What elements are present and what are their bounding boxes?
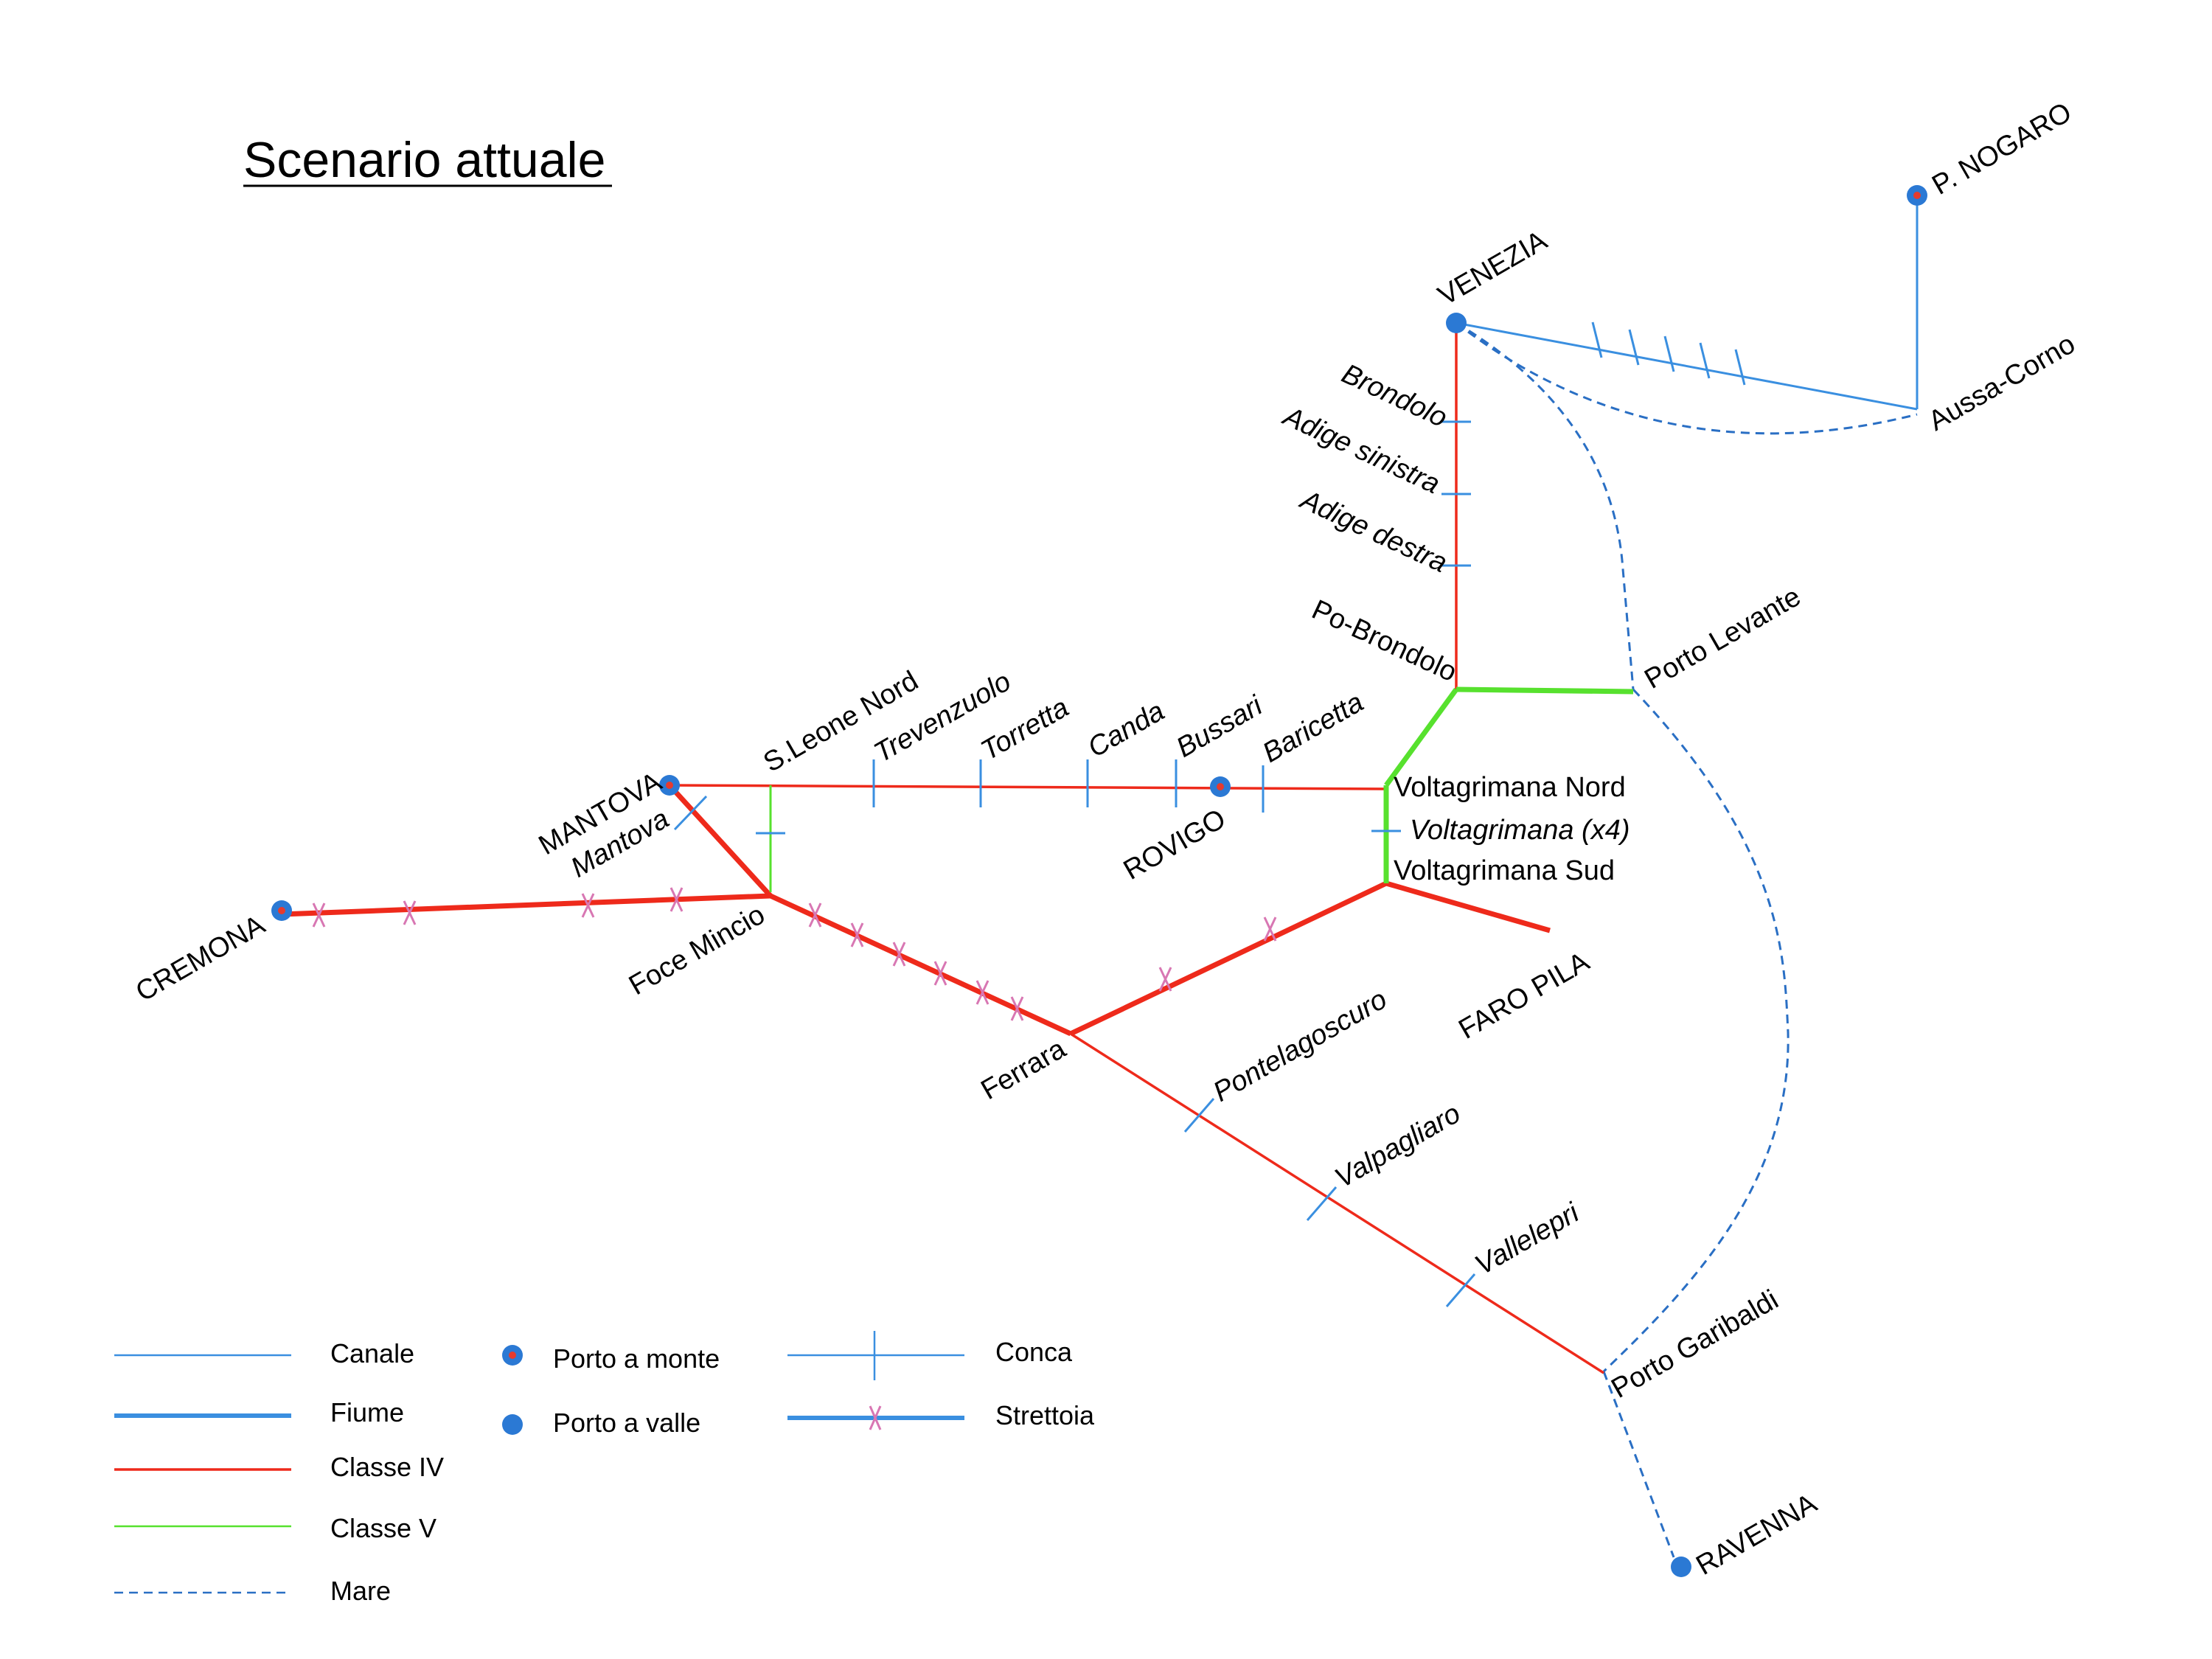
lock-aussa-3 xyxy=(1663,335,1675,372)
route-porto-garibaldi-ravenna-sea xyxy=(1602,1371,1675,1558)
legend-label-classe-v: Classe V xyxy=(330,1513,437,1543)
canal-venezia-aussa-corno xyxy=(1455,321,1918,411)
narrow-ferrara-1 xyxy=(808,902,822,928)
label-vallelepri: Vallelepri xyxy=(1470,1197,1585,1281)
narrow-voltagrimana-1 xyxy=(1158,967,1172,992)
label-baricetta: Baricetta xyxy=(1258,686,1369,768)
port-p-nogaro xyxy=(1907,185,1927,206)
legend-label-mare: Mare xyxy=(330,1576,391,1606)
lock-aussa-4 xyxy=(1699,342,1711,379)
route-po-brondolo-porto-levante xyxy=(1455,686,1634,695)
label-venezia: VENEZIA xyxy=(1433,225,1553,312)
lock-aussa-2 xyxy=(1628,329,1640,366)
port-cremona xyxy=(271,900,292,921)
port-venezia xyxy=(1446,313,1467,333)
label-pontelagoscuro: Pontelagoscuro xyxy=(1208,984,1393,1107)
diagram-title: Scenario attuale xyxy=(243,132,605,188)
lock-aussa-5 xyxy=(1734,349,1746,386)
legend-swatch-strettoia xyxy=(787,1405,964,1430)
route-mantova-voltagrimana-nord xyxy=(669,784,1387,790)
port-mantova xyxy=(659,775,680,796)
label-foce-mincio: Foce Mincio xyxy=(624,899,770,1001)
label-bussari: Bussari xyxy=(1172,689,1269,764)
label-valpagliaro: Valpagliaro xyxy=(1330,1098,1466,1194)
label-po-brondolo: Po-Brondolo xyxy=(1307,594,1461,688)
lock-valpagliaro xyxy=(1306,1186,1338,1221)
ports xyxy=(271,185,1927,1577)
label-cremona: CREMONA xyxy=(131,909,271,1008)
label-s-leone-nord: S.Leone Nord xyxy=(759,665,924,779)
narrow-cremona-2 xyxy=(403,900,417,925)
label-porto-levante: Porto Levante xyxy=(1640,581,1806,695)
narrow-ferrara-5 xyxy=(975,980,990,1005)
legend-label-canale: Canale xyxy=(330,1338,414,1368)
lock-aussa-1 xyxy=(1591,321,1603,358)
port-ravenna xyxy=(1671,1557,1691,1577)
narrows xyxy=(312,887,1277,1021)
lock-vallelepri xyxy=(1445,1273,1476,1307)
label-rovigo: ROVIGO xyxy=(1119,803,1231,886)
label-canda: Canda xyxy=(1083,695,1170,763)
route-voltagrimana-sud-faro-pila xyxy=(1385,880,1551,933)
lock-mantova xyxy=(673,795,708,831)
classe-iv-thick-routes xyxy=(281,783,1551,1037)
label-faro-pila: FARO PILA xyxy=(1454,946,1596,1046)
label-voltagrimana-nord: Voltagrimana Nord xyxy=(1394,772,1626,803)
route-mantova-foce-mincio xyxy=(667,783,773,898)
legend-label-classe-iv: Classe IV xyxy=(330,1452,444,1482)
label-p-nogaro: P. NOGARO xyxy=(1927,97,2077,201)
label-ferrara: Ferrara xyxy=(976,1033,1072,1106)
route-venezia-aussa-corno-sea xyxy=(1455,321,1918,435)
legend-swatch-conca xyxy=(787,1331,964,1380)
narrow-cremona-4 xyxy=(669,887,684,912)
label-aussa-corno: Aussa-Corno xyxy=(1924,329,2081,437)
node-labels: VENEZIA P. NOGARO Aussa-Corno Brondolo A… xyxy=(131,97,2080,1582)
route-ferrara-porto-garibaldi xyxy=(1070,1032,1604,1374)
legend-swatch-porto-a-monte xyxy=(502,1345,523,1366)
canals xyxy=(1455,198,1919,411)
label-voltagrimana-sud: Voltagrimana Sud xyxy=(1394,855,1615,886)
legend: Canale Fiume Classe IV Classe V Mare Por… xyxy=(114,1331,1095,1606)
classe-iv-thin-routes xyxy=(669,323,1604,1374)
route-cremona-foce-mincio xyxy=(281,893,771,917)
legend-label-strettoia: Strettoia xyxy=(995,1400,1095,1430)
narrow-ferrara-6 xyxy=(1010,996,1024,1021)
narrow-cremona-1 xyxy=(312,902,326,928)
locks xyxy=(673,321,1746,1307)
route-porto-levante-porto-garibaldi-sea xyxy=(1602,688,1790,1373)
legend-label-porto-a-monte: Porto a monte xyxy=(553,1343,720,1374)
route-po-brondolo-voltagrimana-nord xyxy=(1384,687,1458,787)
route-ferrara-voltagrimana-sud xyxy=(1069,880,1388,1037)
classe-v-routes xyxy=(769,686,1634,892)
narrow-ferrara-4 xyxy=(933,961,947,986)
label-voltagrimana-x4: Voltagrimana (x4) xyxy=(1410,815,1630,846)
legend-label-porto-a-valle: Porto a valle xyxy=(553,1408,700,1438)
narrow-voltagrimana-2 xyxy=(1263,917,1277,942)
narrow-cremona-3 xyxy=(581,893,595,918)
legend-swatch-porto-a-valle xyxy=(502,1414,523,1435)
label-ravenna: RAVENNA xyxy=(1691,1488,1823,1582)
narrow-ferrara-2 xyxy=(850,922,864,947)
legend-label-conca: Conca xyxy=(995,1337,1073,1367)
legend-label-fiume: Fiume xyxy=(330,1397,404,1427)
sea-routes xyxy=(1455,321,1918,1558)
route-venezia-porto-levante-sea xyxy=(1455,321,1635,690)
route-foce-mincio-ferrara xyxy=(769,893,1072,1037)
lock-pontelagoscuro xyxy=(1183,1098,1215,1133)
narrow-ferrara-3 xyxy=(892,942,906,967)
port-rovigo xyxy=(1210,776,1231,797)
label-brondolo: Brondolo xyxy=(1337,358,1452,434)
